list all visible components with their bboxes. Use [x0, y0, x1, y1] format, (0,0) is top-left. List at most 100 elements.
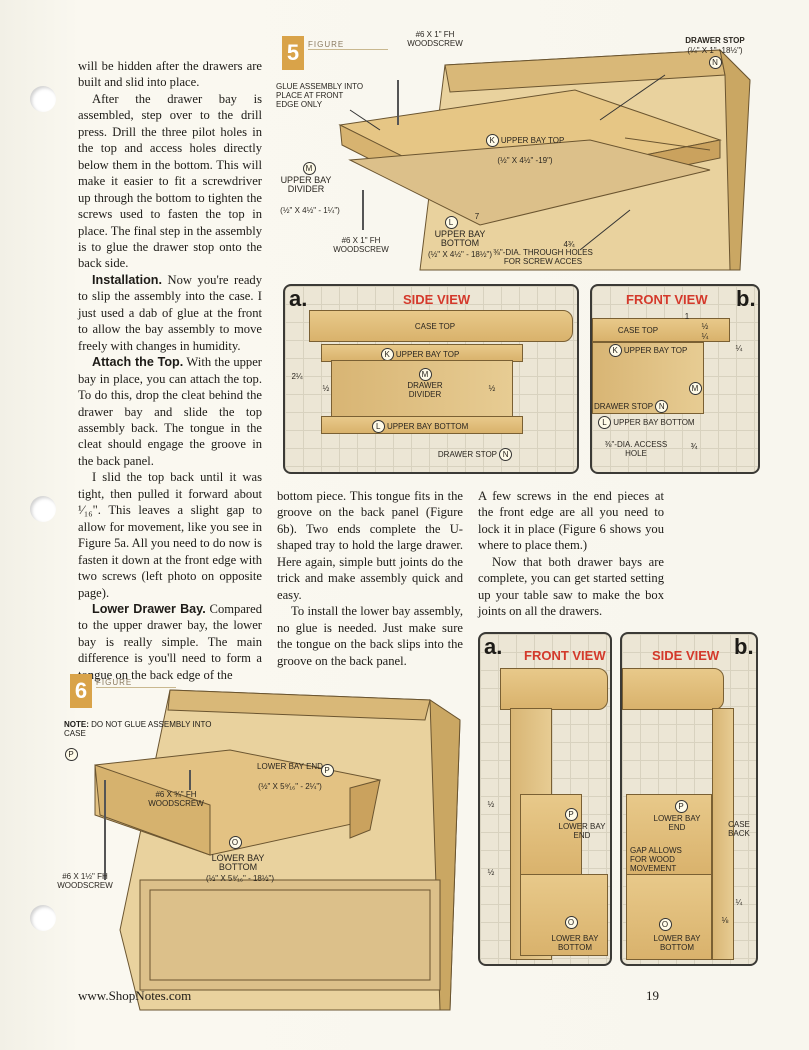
label-bottom-dim: (½" x 5⁹⁄₁₆" - 18½"): [205, 874, 275, 883]
label-text: DRAWER STOP: [594, 402, 653, 411]
lower-bay-bottom-board: [626, 874, 712, 960]
figure-number: 5: [282, 36, 304, 70]
key-p: P: [674, 800, 688, 813]
note-text: DO NOT GLUE ASSEMBLY INTO CASE: [64, 720, 212, 738]
key-m: M: [294, 162, 324, 175]
key-badge: K: [608, 344, 622, 357]
label-glue-note: GLUE ASSEMBLY INTO PLACE AT FRONT EDGE O…: [276, 82, 364, 109]
dim-3-4: ¾: [690, 442, 698, 451]
label-text: UPPER BAY TOP: [500, 136, 565, 145]
key-badge: P: [564, 808, 578, 821]
label-bottom: LOWER BAY BOTTOM: [551, 934, 599, 952]
key-badge: M: [302, 162, 316, 175]
label-bottom: L UPPER BAY BOTTOM: [598, 416, 698, 429]
paragraph: I slid the top back until it was tight, …: [78, 470, 262, 600]
label-bottom: LOWER BAY BOTTOM: [211, 853, 265, 872]
label-text: UPPER BAY BOTTOM: [386, 422, 469, 431]
key-o: O: [658, 918, 672, 931]
label-bottom: UPPER BAY BOTTOM: [434, 229, 486, 248]
figure-5: 5 FIGURE #6 x 1" Fh WOODSCREW DRAWER STO…: [270, 30, 790, 290]
figure-label: FIGURE: [96, 678, 176, 688]
panel-letter: a.: [289, 286, 308, 311]
key-p: P: [564, 808, 578, 821]
page-number: 19: [646, 988, 659, 1003]
figure-number: 6: [70, 674, 92, 708]
label-upper-bay-top: K UPPER BAY TOP: [608, 344, 688, 357]
note: NOTE: DO NOT GLUE ASSEMBLY INTO CASE: [64, 720, 224, 738]
label-screw1: #6 x ¾" Fh WOODSCREW: [148, 790, 204, 808]
label-screw-bottom: #6 x 1" Fh WOODSCREW: [333, 236, 389, 254]
right-text-column: A few screws in the end pieces at the fr…: [478, 488, 664, 620]
subhead: Attach the Top.: [92, 355, 184, 370]
panel-title: SIDE VIEW: [652, 648, 720, 663]
key-badge: P: [64, 748, 78, 761]
note-head: NOTE:: [64, 720, 89, 729]
panel-letter: b.: [736, 286, 756, 311]
lower-bay-end-board: [626, 794, 712, 876]
binder-hole: [30, 496, 56, 522]
paragraph: Installation. Now you're ready to slip t…: [78, 272, 262, 354]
paragraph: Attach the Top. With the upper bay in pl…: [78, 354, 262, 469]
label-screw-top: #6 x 1" Fh WOODSCREW: [407, 30, 463, 48]
paragraph: bottom piece. This tongue fits in the gr…: [277, 489, 463, 602]
key-badge: O: [228, 836, 242, 849]
dim-1: ½: [487, 800, 495, 809]
figure-5b-panel: FRONT VIEW b. CASE TOP K UPPER BAY TOP M…: [590, 284, 760, 474]
label-drawer-stop: DRAWER STOP N: [415, 448, 535, 461]
key-badge: M: [418, 368, 432, 381]
label-end: LOWER BAY END: [653, 814, 701, 832]
footer-url[interactable]: www.ShopNotes.com: [78, 988, 192, 1003]
key-badge: O: [658, 918, 672, 931]
label-bottom: L UPPER BAY BOTTOM: [345, 420, 495, 433]
figure-label: FIGURE: [308, 40, 388, 50]
key-badge: O: [564, 916, 578, 929]
paragraph: Lower Drawer Bay. Compared to the upper …: [78, 601, 262, 683]
label-divider-dim: (½" x 4½" - 1¼"): [280, 206, 340, 215]
subhead: Installation.: [92, 272, 162, 287]
key-badge: L: [444, 216, 458, 229]
label-hole: ⅜"-DIA. ACCESS HOLE: [604, 440, 668, 458]
paragraph: will be hidden after the drawers are bui…: [78, 59, 262, 90]
case-top-board: [500, 668, 608, 710]
label-divider: UPPER BAY DIVIDER: [280, 175, 332, 194]
panel-title: SIDE VIEW: [403, 292, 471, 307]
label-text: DRAWER STOP: [437, 450, 497, 459]
dim-quarter: ¼: [701, 332, 709, 341]
paragraph-text: With the upper bay in place, you can att…: [78, 355, 262, 468]
key-o: O: [564, 916, 578, 929]
key-p: P: [64, 748, 78, 761]
figure-6-drawing: [94, 689, 461, 1011]
label-case-top: CASE TOP: [617, 326, 659, 335]
left-text-column: will be hidden after the drawers are bui…: [78, 58, 262, 683]
subhead: Lower Drawer Bay.: [92, 601, 206, 616]
dim-half: ½: [701, 322, 709, 331]
dim-height: 2¼: [291, 372, 303, 381]
label-holes: ⅜"-DIA. THROUGH HOLES FOR SCREW ACCES: [493, 248, 593, 266]
panel-letter: b.: [734, 634, 754, 659]
label-end: LOWER BAY END: [558, 822, 606, 840]
label-text: UPPER BAY TOP: [623, 346, 688, 355]
label-screw2: #6 x 1½" Fh WOODSCREW: [57, 872, 113, 890]
dim-1: 1: [684, 312, 690, 321]
paragraph: After the drawer bay is assembled, step …: [78, 91, 262, 271]
paragraph-text: Now you're ready to slip the assembly in…: [78, 272, 262, 353]
bottom-board: [321, 416, 523, 434]
key-m: M: [688, 382, 702, 395]
label-case-back: CASE BACK: [728, 820, 750, 838]
dim-half-left: ½: [322, 384, 330, 393]
key-badge: P: [320, 764, 334, 777]
figure-6: 6 FIGURE NOTE: DO NOT GLUE ASSEMBLY INTO…: [50, 670, 470, 1030]
figure-6b-panel: SIDE VIEW b. P LOWER BAY END CASE BACK G…: [620, 632, 758, 966]
key-badge: M: [688, 382, 702, 395]
label-upper-bay-top-dim: (½" x 4½" -19"): [497, 156, 553, 165]
case-top-board: [622, 668, 724, 710]
panel-title: FRONT VIEW: [626, 292, 708, 307]
lower-bay-bottom-board: [520, 874, 608, 956]
case-top-board: [309, 310, 573, 342]
binder-hole: [30, 86, 56, 112]
key-badge: N: [499, 448, 513, 461]
case-back-board: [712, 708, 734, 960]
key-l: L: [444, 216, 458, 229]
key-badge: N: [708, 56, 722, 69]
